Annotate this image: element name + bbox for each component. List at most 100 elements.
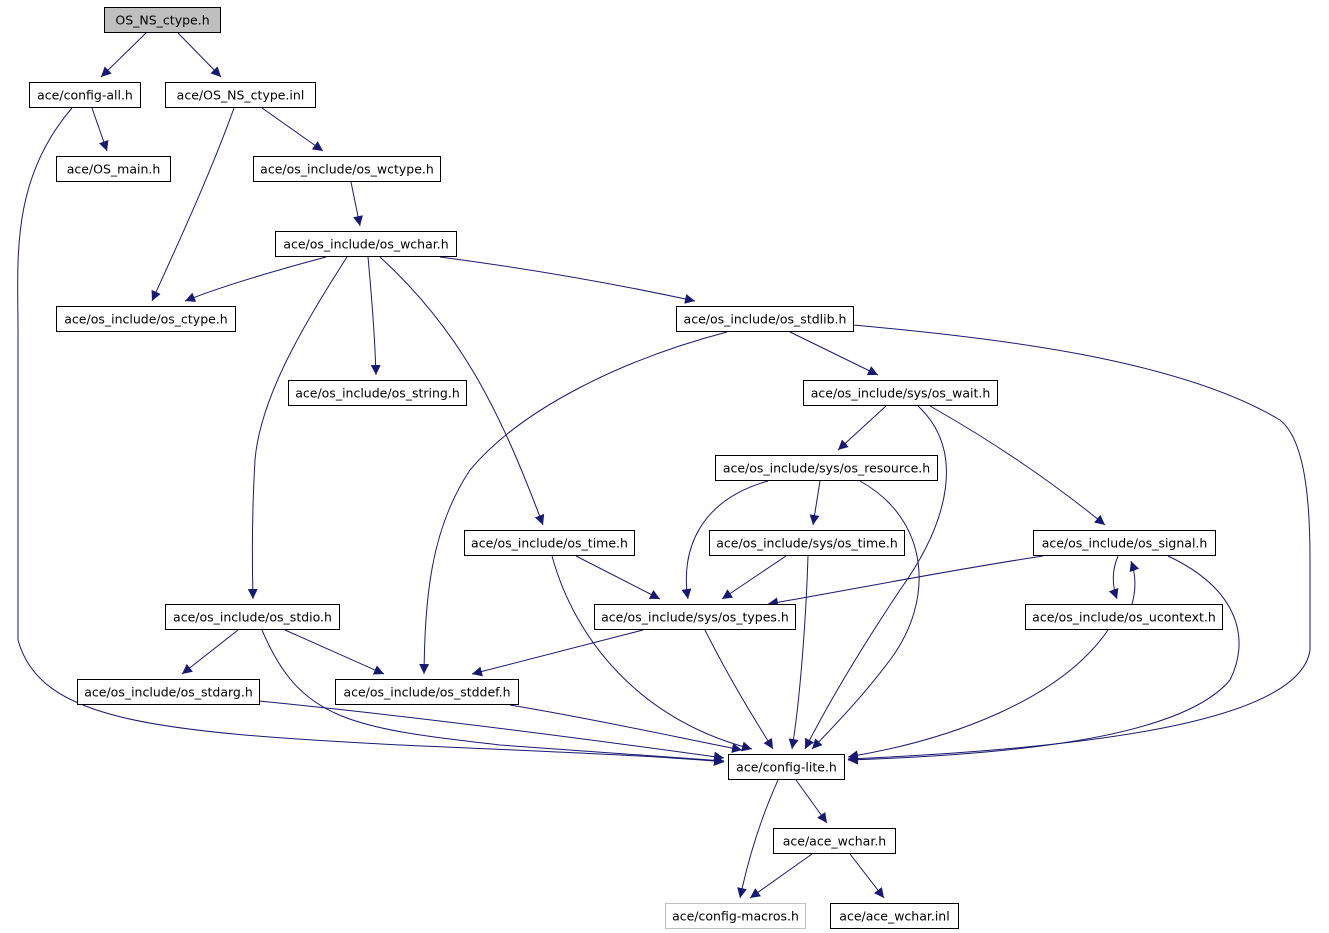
edge-sys-os-wait-h-to-sys-os-resource-h [837,405,887,451]
node-os-stddef-h[interactable]: ace/os_include/os_stddef.h [335,679,519,705]
node-box [104,7,221,33]
edge-os-wchar-h-to-os-time-h [379,256,545,526]
node-label: ace/os_include/os_time.h [471,536,628,551]
node-os-wctype-h[interactable]: ace/os_include/os_wctype.h [253,156,441,182]
edge-os-stddef-h-to-config-lite-h [509,704,743,754]
node-sys-os-resource-h[interactable]: ace/os_include/sys/os_resource.h [715,455,938,481]
node-os-signal-h[interactable]: ace/os_include/os_signal.h [1033,530,1216,556]
node-label: OS_NS_ctype.h [115,13,209,28]
edge-os-stdio-h-to-os-stddef-h [284,629,385,675]
edge-os-ns-ctype-inl-to-os-wctype-h [261,107,324,152]
edge-os-signal-h-to-config-lite-h [847,555,1240,765]
node-label: ace/os_include/os_signal.h [1042,536,1208,551]
node-box [56,156,171,182]
node-label: ace/os_include/os_stdlib.h [684,312,847,327]
node-label: ace/OS_main.h [67,162,161,177]
edge-os-ucontext-h-to-os-signal-h [1129,560,1140,605]
node-sys-os-types-h[interactable]: ace/os_include/sys/os_types.h [594,604,796,630]
edge-os-stdlib-h-to-sys-os-wait-h [789,331,879,376]
node-label: ace/ace_wchar.inl [839,909,949,924]
node-os-time-h[interactable]: ace/os_include/os_time.h [464,530,635,556]
node-box [1025,604,1223,630]
node-box [1033,530,1216,556]
node-os-stdlib-h[interactable]: ace/os_include/os_stdlib.h [676,306,854,332]
edge-os-wchar-h-to-os-stdlib-h [439,256,696,304]
node-os-main-h[interactable]: ace/OS_main.h [56,156,171,182]
edge-os-ns-ctype-inl-to-os-ctype-h [151,107,235,302]
edge-os-signal-h-to-sys-os-types-h [767,555,1044,608]
edge-sys-os-resource-h-to-sys-os-types-h [681,480,769,600]
edge-os-stdio-h-to-os-stdarg-h [181,629,239,675]
node-ace-wchar-inl[interactable]: ace/ace_wchar.inl [830,903,959,929]
edge-sys-os-resource-h-to-sys-os-time-h [809,480,821,526]
node-box [77,679,260,705]
node-box [56,306,236,332]
node-sys-os-wait-h[interactable]: ace/os_include/sys/os_wait.h [803,380,998,406]
edge-os-wctype-h-to-os-wchar-h [350,181,363,227]
node-box [335,679,519,705]
node-os-wchar-h[interactable]: ace/os_include/os_wchar.h [275,231,457,257]
node-label: ace/os_include/sys/os_types.h [601,610,789,625]
edge-os-stdio-h-to-config-lite-h [261,629,725,766]
edge-sys-os-wait-h-to-os-signal-h [929,405,1106,526]
node-label: ace/os_include/os_stdarg.h [84,685,253,700]
node-os-ns-ctype-h[interactable]: OS_NS_ctype.h [104,7,221,33]
node-os-stdio-h[interactable]: ace/os_include/os_stdio.h [165,604,340,630]
node-box [830,903,959,929]
node-label: ace/os_include/sys/os_time.h [716,536,898,551]
node-box [709,530,905,556]
edge-os-ucontext-h-to-config-lite-h [847,629,1109,761]
node-config-macros-h: ace/config-macros.h [665,903,806,929]
edge-os-stdlib-h-to-os-stddef-h [419,331,728,675]
edge-config-lite-h-to-ace-wchar-h [795,779,828,824]
node-label: ace/os_include/os_ucontext.h [1032,610,1216,625]
node-sys-os-time-h[interactable]: ace/os_include/sys/os_time.h [709,530,905,556]
edge-os-stdarg-h-to-config-lite-h [258,700,725,762]
node-label: ace/OS_NS_ctype.inl [177,88,305,103]
edge-sys-os-resource-h-to-config-lite-h [811,480,920,750]
node-os-ns-ctype-inl[interactable]: ace/OS_NS_ctype.inl [165,82,316,108]
edge-sys-os-types-h-to-config-lite-h [704,629,774,750]
edge-os-time-h-to-config-lite-h [551,555,753,752]
edge-os-ns-ctype-h-to-config-all-h [100,32,147,78]
node-label: ace/os_include/os_stdio.h [173,610,332,625]
node-box [288,380,467,406]
node-box [665,903,806,929]
node-label: ace/config-macros.h [672,909,799,924]
edge-os-ns-ctype-h-to-os-ns-ctype-inl [177,32,222,78]
node-box [594,604,796,630]
edge-os-time-h-to-sys-os-types-h [575,555,661,600]
node-os-stdarg-h[interactable]: ace/os_include/os_stdarg.h [77,679,260,705]
node-box [275,231,457,257]
node-box [715,455,938,481]
edge-config-lite-h-to-config-macros-h [737,779,779,899]
node-label: ace/os_include/sys/os_wait.h [811,386,991,401]
edge-os-signal-h-to-os-ucontext-h [1108,555,1119,600]
node-label: ace/os_include/os_stddef.h [343,685,510,700]
node-box [803,380,998,406]
node-ace-wchar-h[interactable]: ace/ace_wchar.h [773,828,896,854]
edge-sys-os-wait-h-to-config-lite-h [804,405,947,750]
node-label: ace/os_include/os_wchar.h [283,237,448,252]
node-label: ace/ace_wchar.h [783,834,886,849]
node-box [165,82,316,108]
node-box [676,306,854,332]
node-box [165,604,340,630]
node-os-ucontext-h[interactable]: ace/os_include/os_ucontext.h [1025,604,1223,630]
node-label: ace/config-all.h [37,88,133,103]
edge-config-all-h-to-os-main-h [91,107,109,152]
edge-os-wchar-h-to-os-stdio-h [247,256,348,600]
node-os-string-h[interactable]: ace/os_include/os_string.h [288,380,467,406]
edge-config-all-h-to-config-lite-h [17,107,725,767]
node-label: ace/os_include/os_string.h [295,386,460,401]
edge-sys-os-types-h-to-os-stddef-h [471,629,644,677]
node-label: ace/os_include/sys/os_resource.h [723,461,930,476]
node-os-ctype-h[interactable]: ace/os_include/os_ctype.h [56,306,236,332]
node-label: ace/os_include/os_wctype.h [260,162,434,177]
node-box [728,754,845,780]
edges-layer [17,32,1311,899]
node-config-lite-h[interactable]: ace/config-lite.h [728,754,845,780]
node-label: ace/os_include/os_ctype.h [64,312,227,327]
node-config-all-h[interactable]: ace/config-all.h [29,82,141,108]
edge-sys-os-time-h-to-sys-os-types-h [721,555,787,600]
